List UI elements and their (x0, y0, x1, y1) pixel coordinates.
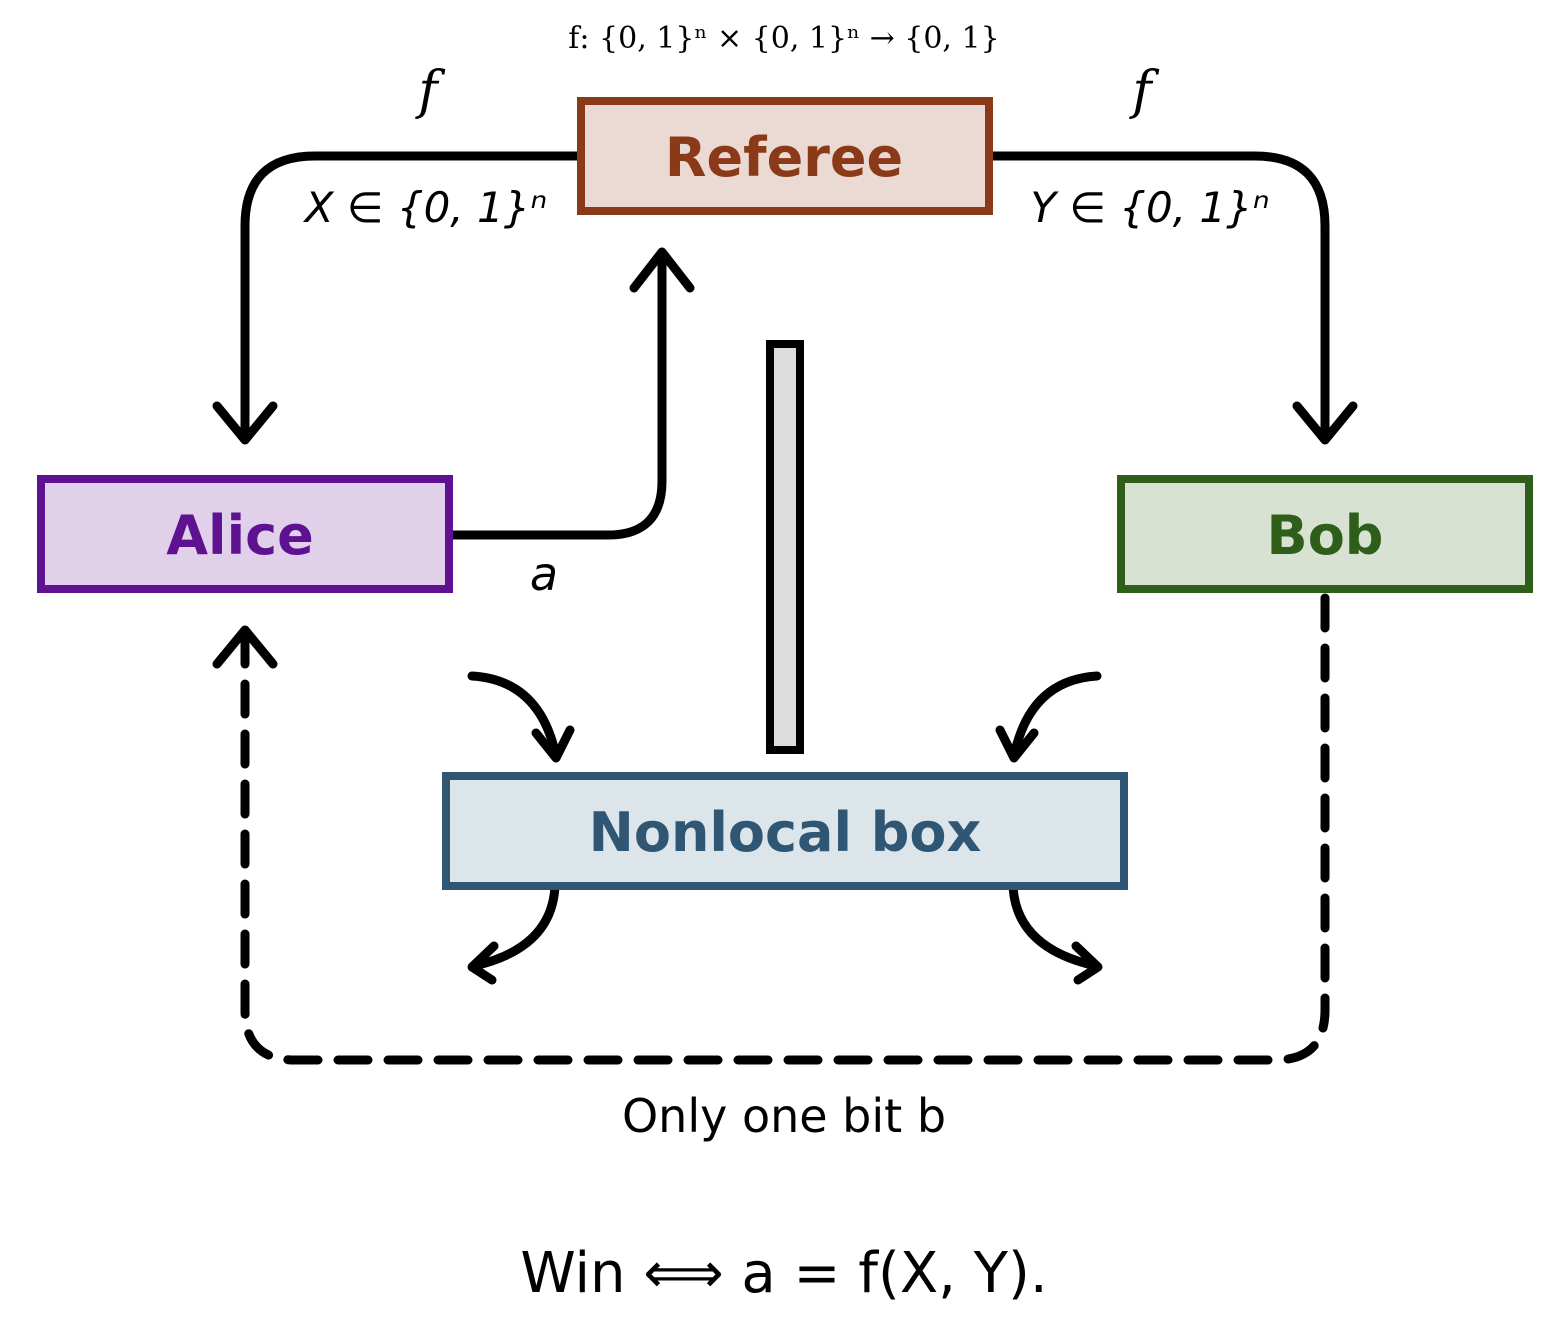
one-bit-arrowhead (212, 625, 278, 669)
alice-to-referee-arrow (445, 249, 667, 540)
referee-to-alice-arrowhead (212, 401, 278, 445)
referee-node: Referee (577, 97, 993, 215)
bob-label: Bob (1267, 504, 1384, 567)
referee-label: Referee (665, 126, 903, 189)
alice-box (37, 475, 453, 593)
nonlocal-box (442, 772, 1128, 890)
nonlocal-box-node: Nonlocal box (442, 772, 1128, 890)
alice-to-referee-arrowhead (629, 247, 695, 293)
one-bit-channel (240, 593, 1330, 1065)
referee-to-alice-arrow (240, 151, 585, 443)
alice-input-to-box-arrowhead (531, 725, 575, 763)
f-left-label: f (414, 61, 445, 121)
referee-box (577, 97, 993, 215)
communication-barrier (766, 340, 804, 754)
nonlocal-box-label: Nonlocal box (589, 801, 982, 864)
alice-label: Alice (166, 504, 313, 567)
bob-input-to-box-arrowhead (995, 725, 1039, 763)
f-right-label: f (1128, 61, 1159, 121)
alice-output-label: a (530, 547, 558, 601)
box-output-right-arrow (1008, 881, 1101, 971)
bob-input-to-box-arrow (1009, 671, 1102, 761)
one-bit-label: Only one bit b (622, 1089, 946, 1143)
bob-node: Bob (1117, 475, 1533, 593)
alice-input-to-box-arrow (467, 671, 561, 761)
referee-to-bob-arrow (985, 151, 1330, 443)
win-condition: Win ⟺ a = f(X, Y). (520, 1241, 1047, 1306)
function-signature: f: {0, 1}ⁿ × {0, 1}ⁿ → {0, 1} (568, 21, 999, 56)
box-output-left-arrow (469, 881, 560, 971)
bob-box (1117, 475, 1533, 593)
alice-node: Alice (37, 475, 453, 593)
referee-to-bob-arrowhead (1292, 401, 1358, 445)
x-input-label: X ∈ {0, 1}ⁿ (303, 183, 547, 232)
box-output-left-arrowhead (467, 941, 499, 985)
box-output-right-arrowhead (1071, 941, 1103, 985)
y-input-label: Y ∈ {0, 1}ⁿ (1030, 183, 1269, 232)
